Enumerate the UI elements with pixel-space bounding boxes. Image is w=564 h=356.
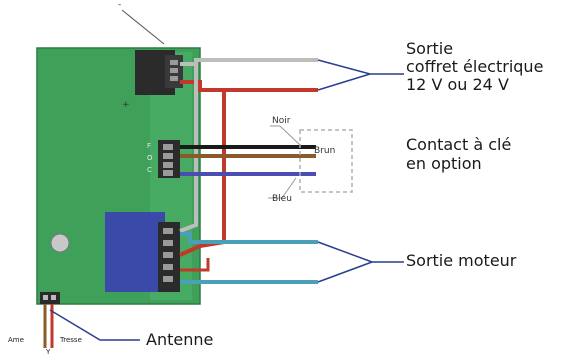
key-switch-box <box>299 129 353 193</box>
contact-subtitle: en option <box>406 154 482 173</box>
wire-bleu-label: Bleu <box>272 194 292 204</box>
sortie-coffret-title: Sortie <box>406 39 454 58</box>
callout-coffret <box>317 73 371 91</box>
sortie-coffret-voltage: 12 V ou 24 V <box>406 75 509 94</box>
foc-o-label: O <box>147 154 153 162</box>
callout-moteur <box>317 241 404 263</box>
sortie-coffret-subtitle: coffret électrique <box>406 57 544 76</box>
wire-cyan-upper <box>180 232 318 244</box>
plus-symbol: + <box>122 100 130 110</box>
antenna-pin <box>51 295 56 300</box>
foc-f-label: F <box>147 142 152 150</box>
wire-white-top <box>180 58 318 66</box>
top-terminal-pin <box>170 68 178 73</box>
foc-pin <box>163 144 173 150</box>
motor-pin <box>163 240 173 246</box>
top-terminal-pin <box>170 76 178 81</box>
wire-white-long <box>179 64 198 233</box>
motor-pin <box>163 264 173 270</box>
callout-antenne <box>49 309 140 341</box>
callout-noir <box>270 125 301 146</box>
top-pointer-line <box>121 9 165 45</box>
foc-pin <box>163 153 173 159</box>
motor-pin <box>163 276 173 282</box>
motor-pin <box>163 252 173 258</box>
callout-coffret <box>317 59 404 75</box>
antenna-pin <box>43 295 48 300</box>
wire-red-top <box>180 80 318 92</box>
wire-red-motor <box>180 258 210 272</box>
callout-bleu <box>268 177 297 199</box>
y-mark: Y <box>46 348 51 356</box>
wire-brun-label: Brun <box>314 146 336 156</box>
relay-block <box>105 212 165 292</box>
ame-label: Ame <box>8 336 24 344</box>
tresse-label: Tresse <box>60 336 82 344</box>
top-terminal-pin <box>170 60 178 65</box>
top-minus-symbol: - <box>118 0 122 10</box>
foc-pin <box>163 170 173 176</box>
sortie-moteur-label: Sortie moteur <box>406 251 517 270</box>
wire-noir-label: Noir <box>272 116 291 126</box>
callout-moteur <box>317 261 373 283</box>
foc-c-label: C <box>147 166 152 174</box>
motor-pin <box>163 228 173 234</box>
round-component <box>50 233 70 253</box>
foc-pin <box>163 162 173 168</box>
contact-title: Contact à clé <box>406 135 512 154</box>
antenne-label: Antenne <box>146 330 214 349</box>
